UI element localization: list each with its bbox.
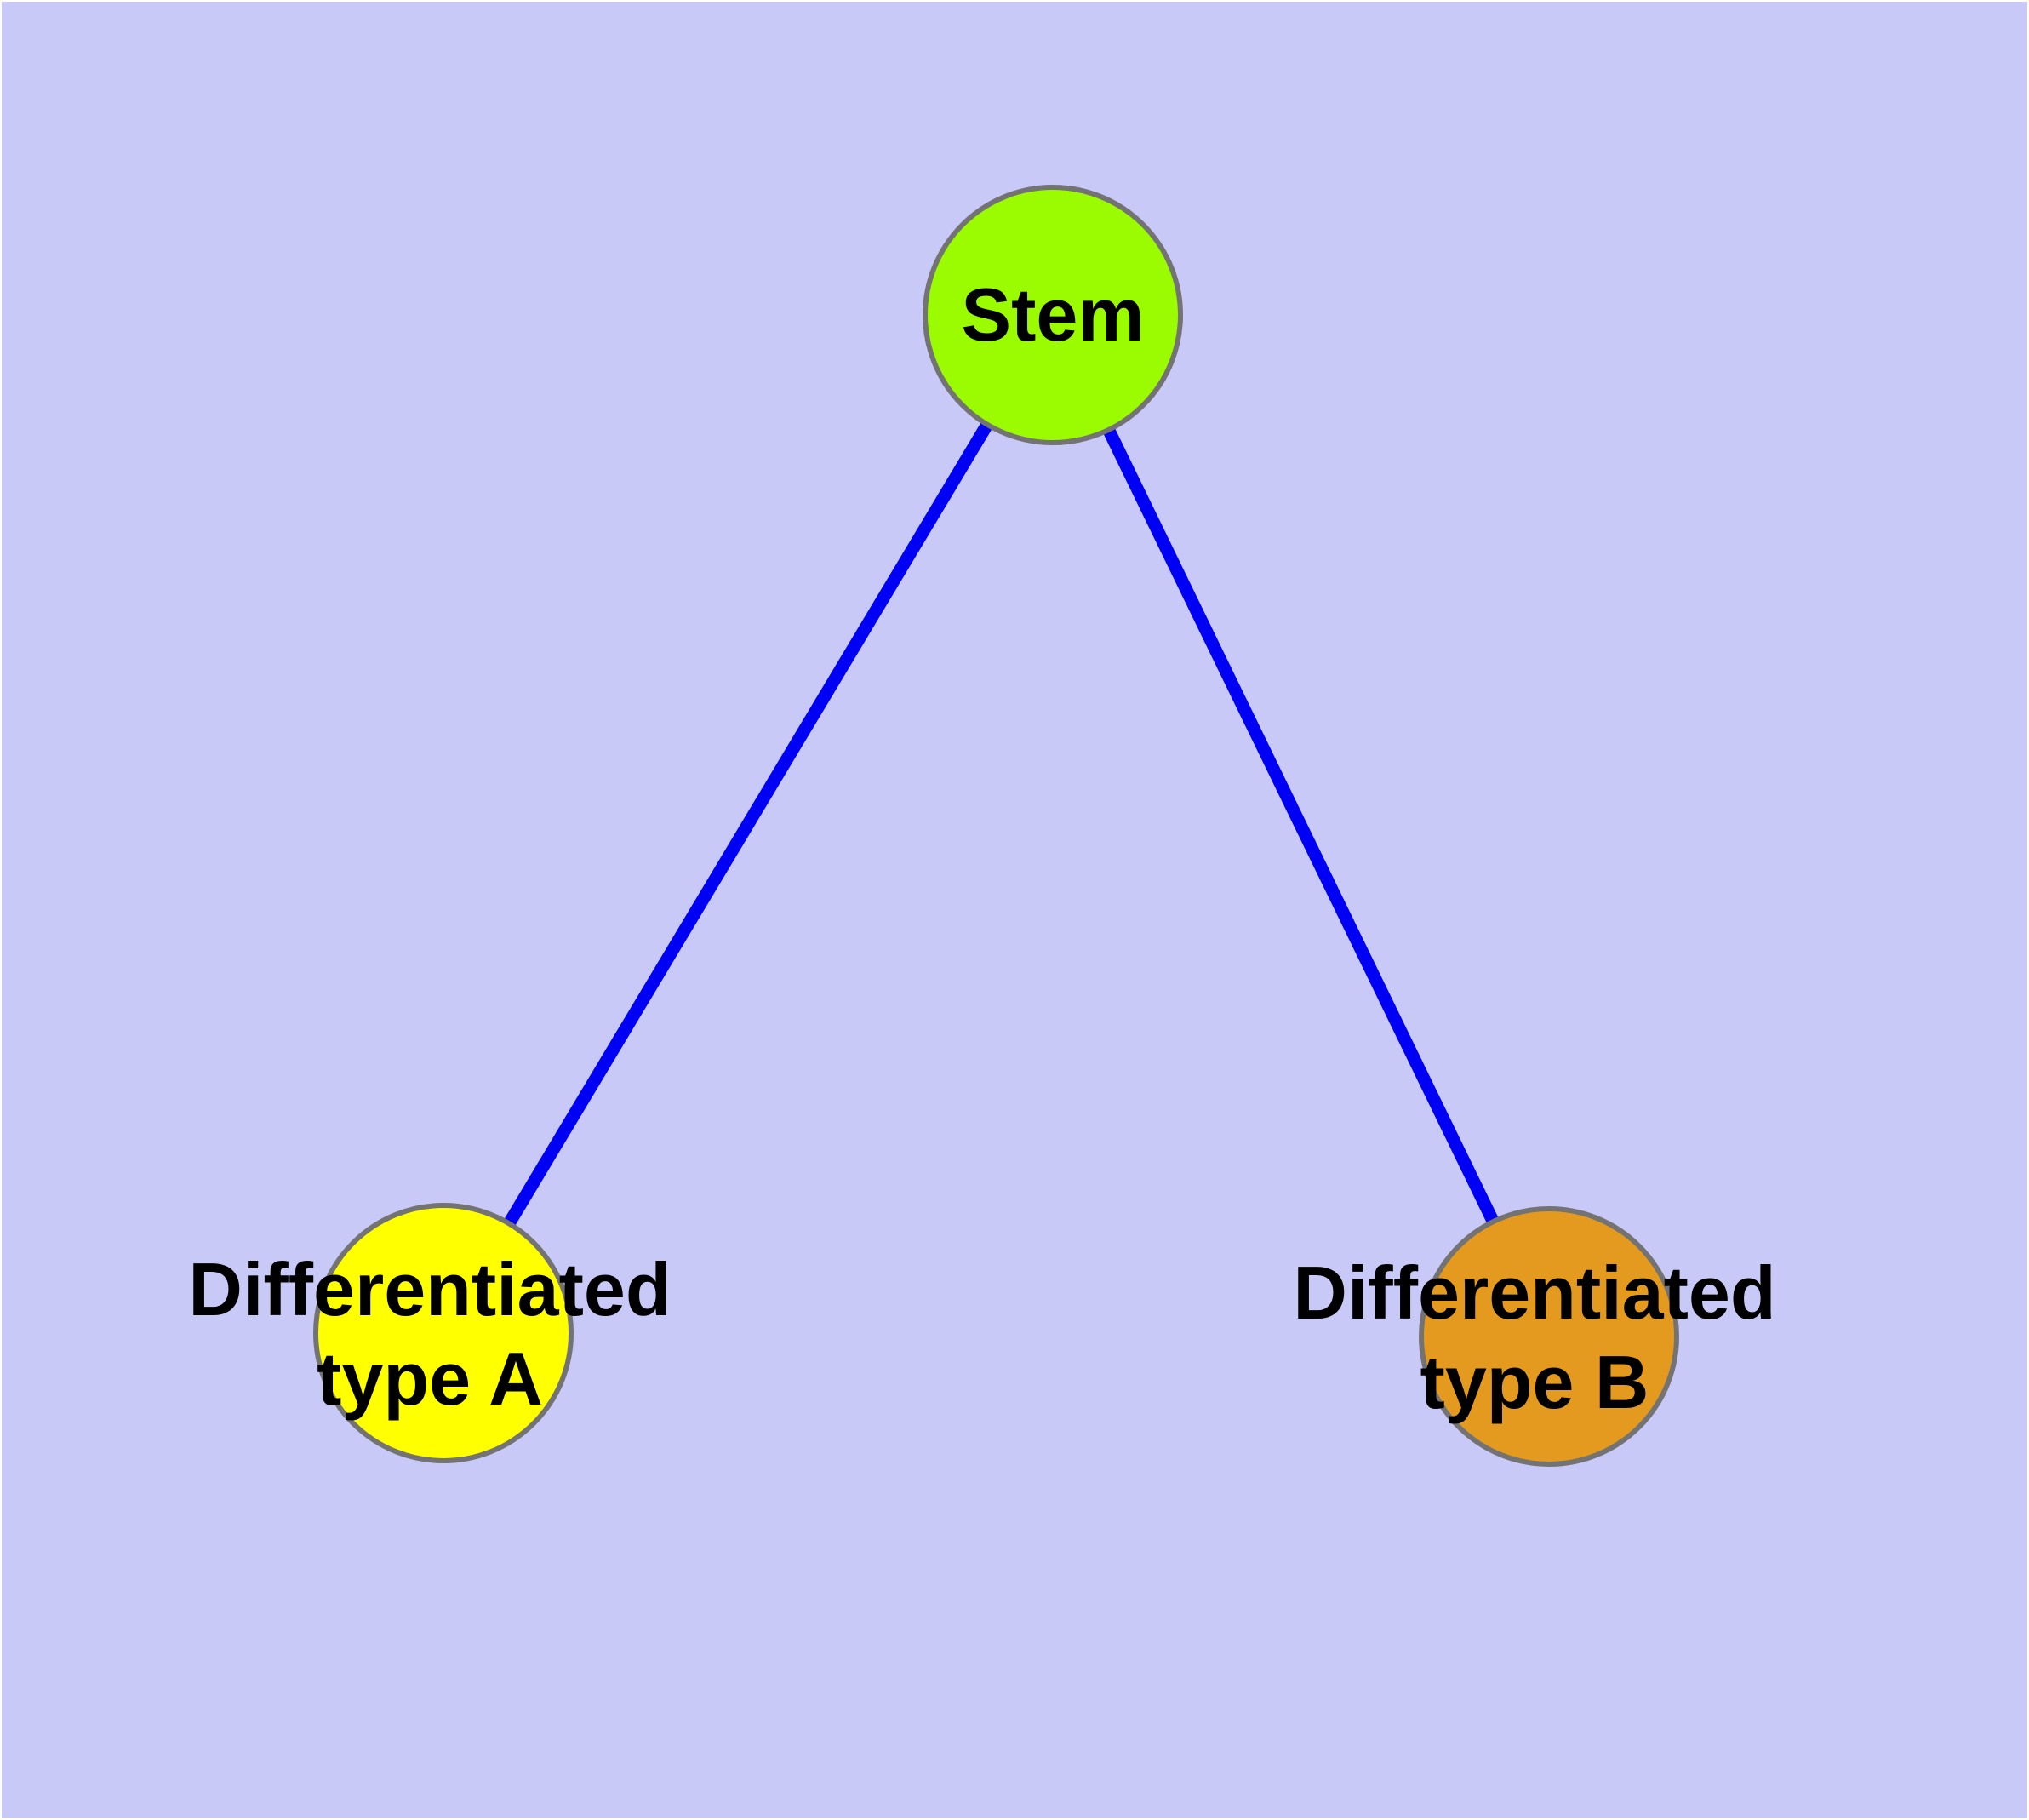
type-b-node-label-line1: Differentiated <box>1293 1251 1775 1335</box>
type-a-node-label-line2: type A <box>317 1336 543 1421</box>
stem-node-label: Stem <box>961 272 1144 357</box>
type-a-node-label-line1: Differentiated <box>188 1247 671 1331</box>
stem-node-circle <box>923 185 1183 445</box>
type-b-node-circle <box>1419 1206 1679 1467</box>
edge-stem-to-type-a <box>437 312 1059 1336</box>
type-b-node-label-line2: type B <box>1420 1340 1649 1424</box>
type-a-node-circle <box>313 1203 574 1463</box>
edge-stem-to-type-b <box>1047 312 1555 1340</box>
